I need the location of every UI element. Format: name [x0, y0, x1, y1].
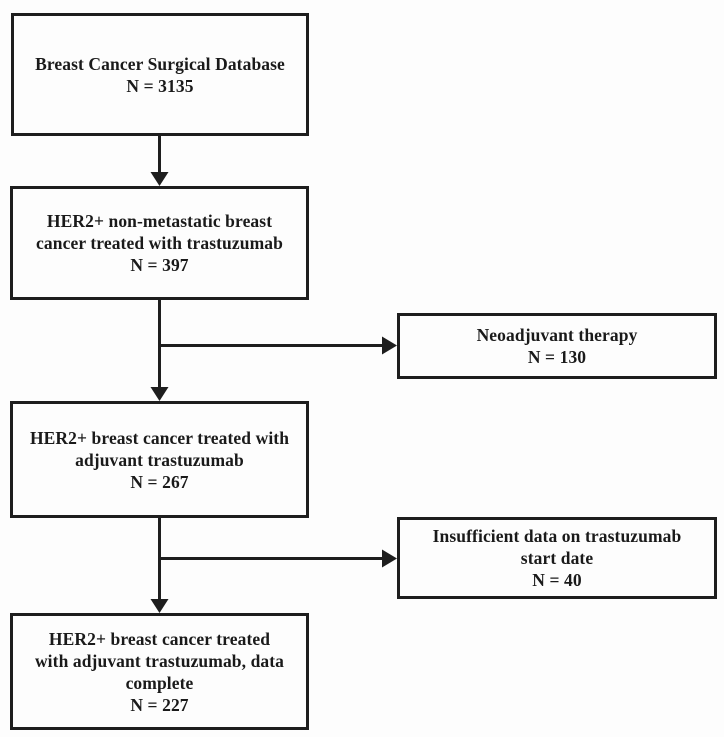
node-count-line: N = 3135 — [126, 75, 194, 96]
node-label-line: Neoadjuvant therapy — [476, 325, 638, 345]
node-label-line: cancer treated with trastuzumab — [36, 233, 283, 253]
node-label-line: complete — [125, 672, 194, 693]
node-label-line: adjuvant trastuzumab — [75, 449, 244, 470]
node-data-complete: HER2+ breast cancer treated with adjuvan… — [10, 613, 309, 730]
node-count-line: N = 130 — [527, 347, 587, 367]
node-count-line: N = 397 — [130, 255, 189, 275]
node-count-line: N = 40 — [532, 570, 582, 590]
arrow-down-icon — [150, 517, 169, 613]
node-label-line: start date — [520, 548, 594, 568]
arrow-right-icon — [159, 336, 397, 355]
node-count-line: N = 267 — [130, 471, 189, 492]
node-database: Breast Cancer Surgical Database N = 3135 — [11, 13, 309, 136]
node-her2-nonmetastatic: HER2+ non-metastatic breast cancer treat… — [10, 186, 309, 300]
arrow-down-icon — [150, 135, 169, 186]
node-label-line: HER2+ breast cancer treated — [48, 628, 271, 649]
node-count-line: N = 227 — [130, 694, 189, 715]
arrow-down-icon — [150, 299, 169, 401]
node-label-line: with adjuvant trastuzumab, data — [34, 650, 285, 671]
node-label-line: HER2+ non-metastatic breast — [46, 211, 273, 231]
node-label-line: HER2+ breast cancer treated with — [29, 427, 290, 448]
arrow-right-icon — [159, 549, 397, 568]
node-adjuvant: HER2+ breast cancer treated with adjuvan… — [10, 401, 309, 518]
node-label-line: Breast Cancer Surgical Database — [35, 53, 285, 74]
node-insufficient-data-excluded: Insufficient data on trastuzumab start d… — [397, 517, 717, 599]
node-label-line: Insufficient data on trastuzumab — [432, 526, 682, 546]
node-neoadjuvant-excluded: Neoadjuvant therapy N = 130 — [397, 313, 717, 379]
